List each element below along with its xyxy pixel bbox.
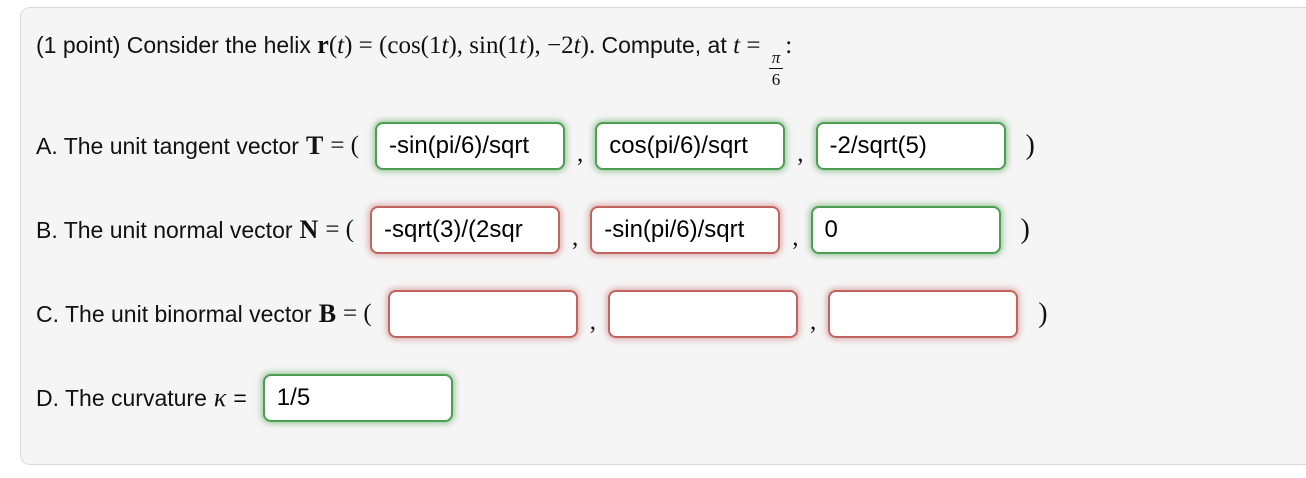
close-paren: ) [1020, 214, 1030, 245]
answer-row-b: B. The unit normal vector N = ( , , ) [36, 206, 1306, 254]
math-var-t: t [441, 32, 449, 59]
math-fragment: ) = (cos(1 [344, 32, 442, 59]
math-vector-N: N [299, 215, 319, 244]
row-label: A. The unit tangent vector [36, 132, 299, 159]
math-fragment: ), sin(1 [448, 32, 520, 59]
answer-row-d: D. The curvature κ = [36, 374, 1306, 422]
math-var-t: t [733, 32, 741, 59]
problem-statement: (1 point) Consider the helix r(t) = (cos… [36, 28, 1306, 88]
comma-separator: , [577, 140, 584, 167]
answer-row-a: A. The unit tangent vector T = ( , , ) [36, 122, 1306, 170]
math-var-t: t [519, 32, 527, 59]
problem-panel: (1 point) Consider the helix r(t) = (cos… [20, 7, 1306, 465]
math-fragment: ( [328, 32, 338, 59]
comma-separator: , [572, 224, 579, 251]
math-fragment: ), −2 [526, 32, 574, 59]
math-vector-r: r [317, 30, 329, 59]
answer-input-a1[interactable] [375, 122, 565, 170]
answer-input-c1[interactable] [387, 290, 578, 338]
close-paren: ) [1038, 298, 1048, 329]
math-vector-B: B [318, 299, 337, 328]
equals-sign: = [233, 384, 247, 411]
equals-open-paren: = ( [325, 216, 354, 243]
answer-input-b2[interactable] [590, 206, 781, 254]
math-kappa: κ [213, 383, 227, 412]
math-var-t: t [337, 32, 345, 59]
comma-separator: , [792, 224, 799, 251]
answer-input-b1[interactable] [370, 206, 560, 254]
math-vector-T: T [305, 131, 324, 160]
row-label: B. The unit normal vector [36, 216, 293, 243]
row-label: C. The unit binormal vector [36, 300, 312, 327]
fraction-numerator: π [771, 48, 781, 67]
math-var-t: t [573, 32, 581, 59]
answer-input-a3[interactable] [815, 122, 1006, 170]
math-fragment: ). [580, 32, 602, 59]
answer-input-a2[interactable] [595, 122, 786, 170]
fraction-denominator: 6 [768, 68, 784, 88]
comma-separator: , [797, 140, 804, 167]
close-paren: ) [1025, 130, 1035, 161]
math-fragment: : [785, 32, 793, 59]
equals-open-paren: = ( [330, 132, 359, 159]
comma-separator: , [809, 308, 817, 335]
answer-input-c3[interactable] [828, 290, 1019, 338]
row-label: D. The curvature [36, 384, 207, 411]
equals-open-paren: = ( [343, 300, 372, 327]
answer-input-b3[interactable] [810, 206, 1001, 254]
answer-input-c2[interactable] [607, 290, 798, 338]
answer-row-c: C. The unit binormal vector B = ( , , ) [36, 290, 1306, 338]
text-fragment: (1 point) Consider the helix [36, 32, 318, 58]
comma-separator: , [589, 308, 596, 335]
answer-input-d1[interactable] [262, 374, 453, 422]
text-fragment: Compute, at [601, 32, 734, 58]
math-fragment: = [740, 32, 767, 59]
